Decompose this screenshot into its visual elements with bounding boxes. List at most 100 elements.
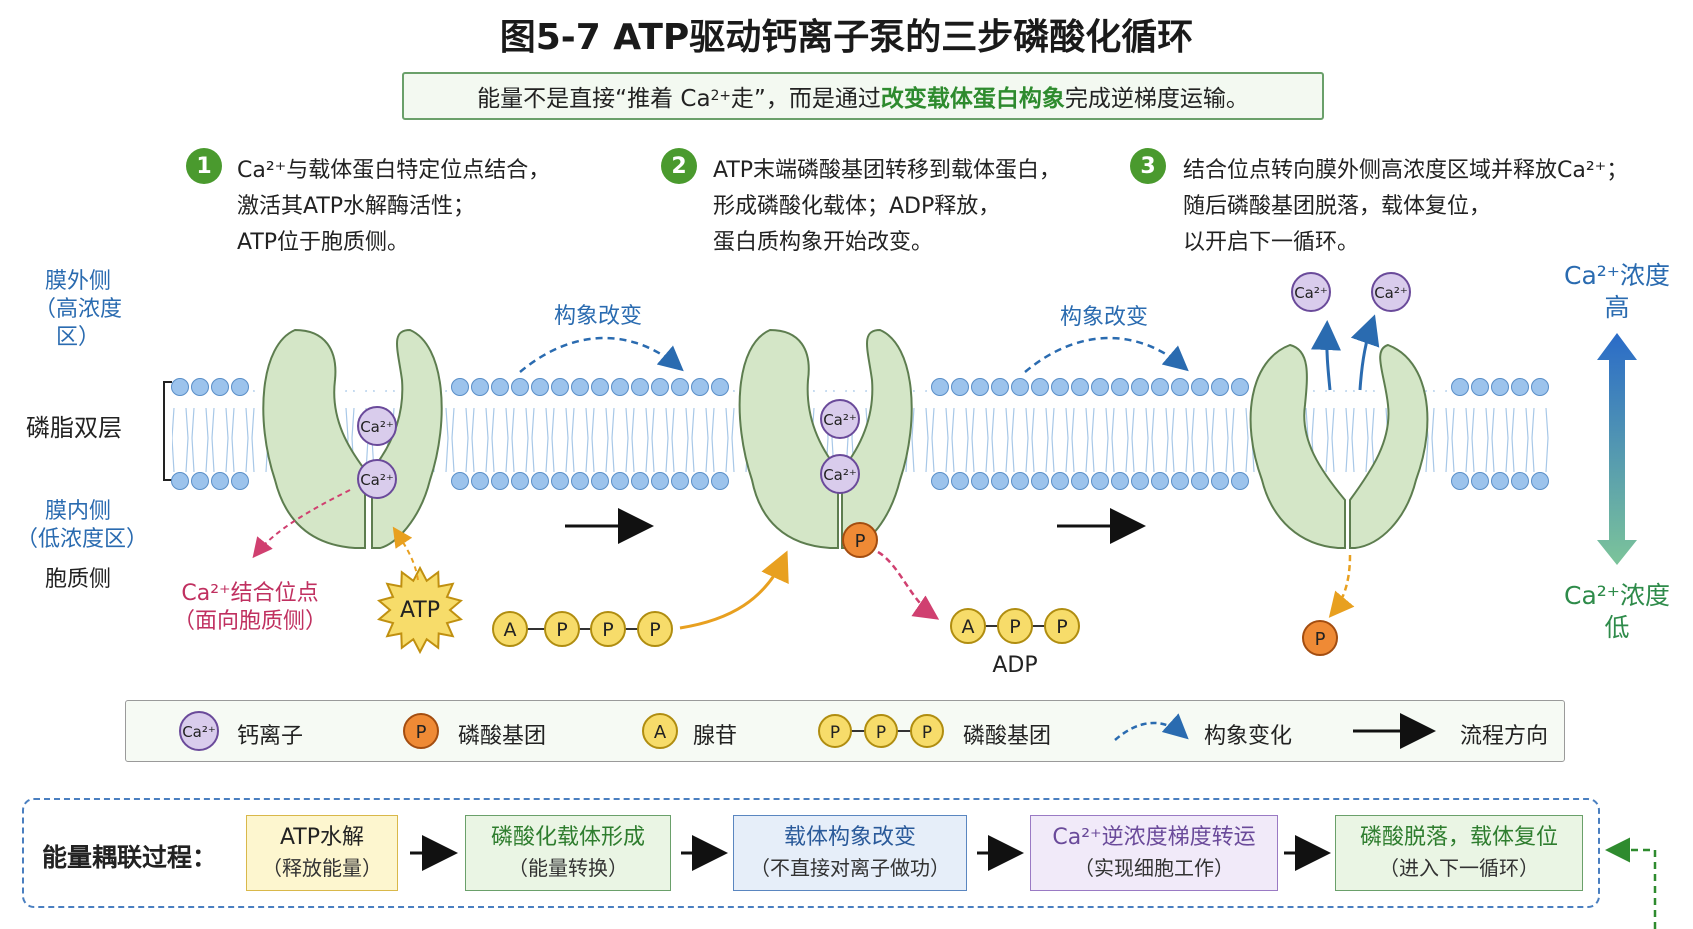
lipid-head [631,472,649,490]
energy-coupling-panel [22,798,1600,908]
energy-box-1-sub: （释放能量） [262,856,382,880]
lipid-head [1451,472,1469,490]
svg-text:Ca²⁺: Ca²⁺ [823,466,857,484]
legend-phosphates-label: 磷酸基团 [963,724,1052,749]
legend-adenosine-label: 腺苷 [693,724,738,749]
lipid-head [1151,472,1169,490]
lipid-head [1031,472,1049,490]
banner-pre-sup: 2+ [710,88,731,104]
lipid-head [711,472,729,490]
lipid-head [171,378,189,396]
lipid-head [211,472,229,490]
legend-conformation-label: 构象变化 [1204,724,1293,749]
legend-adenosine-icon: A [642,713,678,749]
svg-text:P: P [876,723,886,743]
conc-low-line2: 低 [1604,613,1629,642]
ca-ion-p2-bottom: Ca²⁺ [820,454,860,494]
phosphate-on-protein-2: P [842,522,878,558]
lipid-head [1131,378,1149,396]
legend-flow-label: 流程方向 [1460,724,1549,749]
svg-text:Ca²⁺: Ca²⁺ [823,411,857,429]
energy-box-3-sub: （不直接对离子做功） [750,856,950,880]
banner-highlight: 改变载体蛋白构象 [880,86,1065,112]
svg-text:P: P [416,722,427,743]
conformation-arrow-2 [1024,336,1189,373]
lipid-head [171,472,189,490]
step-3-text: 结合位点转向膜外侧高浓度区域并释放Ca²⁺； 随后磷酸基团脱落，载体复位， 以开… [1183,153,1628,261]
adp-adenosine: A [950,608,986,644]
step-2-line-1: ATP末端磷酸基团转移到载体蛋白， [713,158,1062,183]
lipid-head [611,378,629,396]
lipid-head [971,472,989,490]
lipid-head [571,378,589,396]
svg-text:P: P [1056,616,1067,638]
release-arrow-1 [1311,320,1341,391]
step-1-line-2: 激活其ATP水解酶活性； [237,194,476,219]
adp-chain: A P P [950,608,1080,644]
lipid-head [971,378,989,396]
lipid-head [591,472,609,490]
step-2-number: 2 [661,148,697,184]
lipid-head [1491,378,1509,396]
page-title: 图5-7 ATP驱动钙离子泵的三步磷酸化循环 [499,17,1194,58]
svg-text:ATP: ATP [400,598,440,623]
step-1-line-3: ATP位于胞质侧。 [237,230,410,255]
lipid-head [991,472,1009,490]
lipid-head [1531,378,1549,396]
lipid-head [1051,472,1069,490]
pump-protein-3 [1249,343,1429,549]
svg-text:Ca²⁺: Ca²⁺ [1294,284,1328,302]
svg-text:Ca²⁺: Ca²⁺ [182,723,216,741]
binding-site-arrow [252,489,351,559]
lipid-head [1071,472,1089,490]
atp-transfer-arrow [679,550,789,630]
svg-text:A: A [654,722,667,743]
energy-box-1: ATP水解 （释放能量） [246,815,398,891]
step-2-text: ATP末端磷酸基团转移到载体蛋白， 形成磷酸化载体；ADP释放， 蛋白质构象开始… [713,153,1061,261]
conc-low-line1: Ca²⁺浓度 [1564,581,1670,610]
conc-high-line1: Ca²⁺浓度 [1564,261,1670,290]
legend-ion-label: 钙离子 [237,724,304,749]
svg-text:P: P [602,619,613,641]
lipid-head [1471,378,1489,396]
inner-side-title: 膜内侧 [44,499,111,524]
lipid-head [1011,472,1029,490]
energy-box-3-title: 载体构象改变 [783,825,916,850]
conformation-arrow-1 [519,336,684,373]
lipid-head [571,472,589,490]
bilayer-bracket [163,381,172,481]
binding-site-label-1: Ca²⁺结合位点 [181,581,318,606]
phosphate-release-arrow [1328,554,1355,618]
atp-phosphate-2: P [590,611,626,647]
outer-side-title: 膜外侧 [44,269,111,294]
lipid-head [1091,378,1109,396]
lipid-head [491,378,509,396]
energy-box-3: 载体构象改变 （不直接对离子做功） [733,815,967,891]
released-ca-ion-2: Ca²⁺ [1371,272,1411,312]
lipid-head [451,378,469,396]
lipid-head [1451,378,1469,396]
concentration-gradient-arrow [1597,333,1637,565]
lipid-head [1111,378,1129,396]
energy-box-5-sub: （进入下一循环） [1379,856,1539,880]
lipid-head [1051,378,1069,396]
ca-ion-p1-top: Ca²⁺ [357,406,397,446]
lipid-heads [171,378,1549,490]
lipid-head [651,378,669,396]
energy-box-4-title: Ca²⁺逆浓度梯度转运 [1052,825,1256,850]
binding-site-label-2: （面向胞质侧） [173,609,327,634]
lipid-head [451,472,469,490]
lipid-head [551,472,569,490]
svg-text:A: A [504,619,517,641]
lipid-head [491,472,509,490]
cytoplasm-label: 胞质侧 [44,567,111,592]
energy-box-2: 磷酸化载体形成 （能量转换） [465,815,671,891]
lipid-head [711,378,729,396]
lipid-head [651,472,669,490]
lipid-head [231,378,249,396]
outer-side-sub: （高浓度区） [33,297,122,350]
lipid-head [531,472,549,490]
banner-pre: 能量不是直接“推着 Ca [477,86,711,112]
step-1-line-1: Ca²⁺与载体蛋白特定位点结合， [237,158,551,183]
